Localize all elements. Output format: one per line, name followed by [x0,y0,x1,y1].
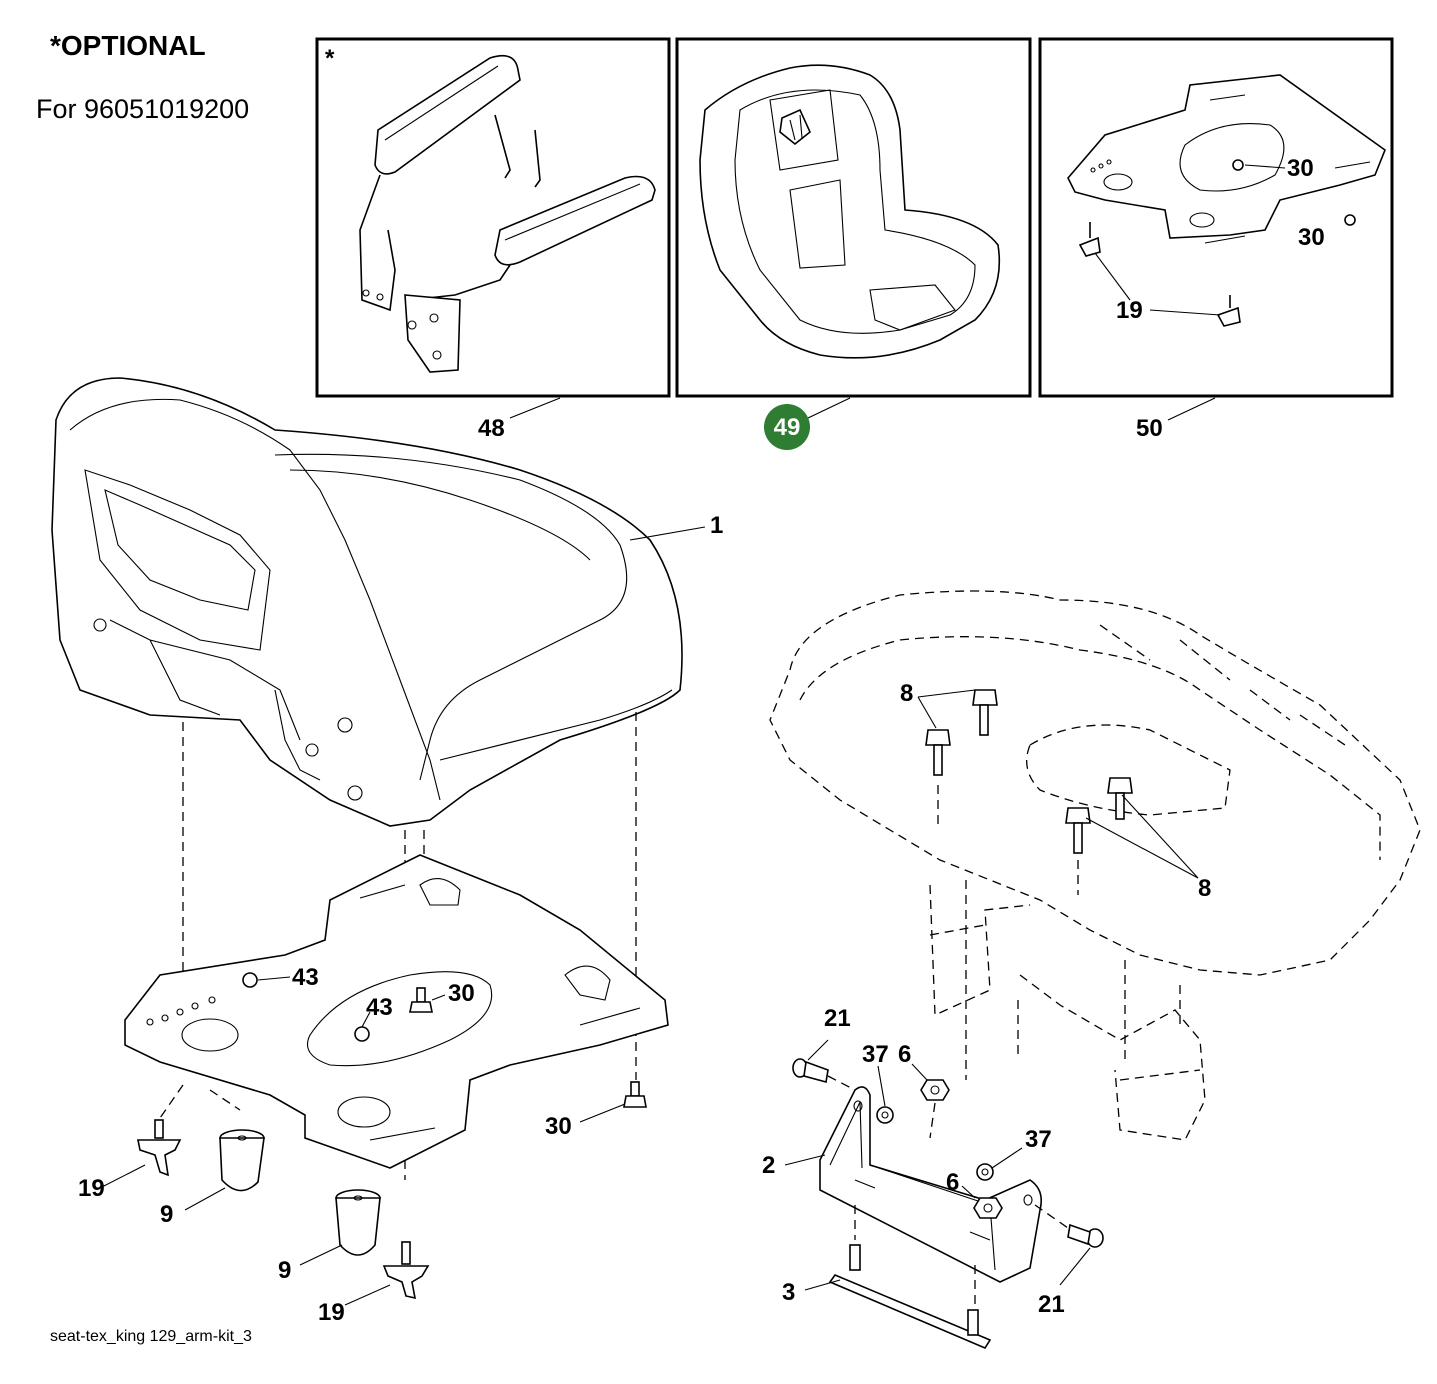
clip-43-b [354,1026,370,1042]
optional-marker: * [325,45,335,72]
nut-37-b [976,1163,994,1181]
callout-30-box-b: 30 [1298,224,1325,251]
leader-48 [509,397,561,419]
align-line [827,1075,856,1091]
callout-30-b: 30 [545,1113,572,1140]
leader-30-a [431,994,446,1001]
callout-19-box: 19 [1116,297,1143,324]
leader-8-a2 [917,696,937,729]
leader-6-b [961,1185,976,1199]
bumper-9-a [219,1129,265,1192]
callout-48: 48 [478,415,505,442]
seat-bracket [819,1086,1043,1283]
screw-30-a [409,987,433,1013]
knob-19-b [382,1241,430,1300]
callout-8-a: 8 [900,680,913,707]
leader-21-b [1059,1247,1091,1286]
mounting-strip [828,1244,992,1350]
leader-21-a [807,1039,829,1061]
footer-reference: seat-tex_king 129_arm-kit_3 [50,1328,252,1345]
align-line [209,1089,241,1111]
leader-9-b [299,1244,343,1266]
leader-43-a [257,976,291,981]
seat-pan-drawing [699,64,1001,359]
callout-43-b: 43 [366,994,393,1021]
nut-37-a [876,1106,894,1124]
callout-43-a: 43 [292,964,319,991]
optional-box-seat-pan[interactable] [675,37,1032,398]
callout-49: 49 [774,414,801,441]
leader-2 [784,1154,826,1166]
seat-plate-drawing [1067,74,1386,327]
callout-3: 3 [782,1279,795,1306]
leader-43-b [361,1011,371,1028]
align-line [1034,1204,1069,1229]
align-line [159,1084,184,1119]
knob-19-a [137,1119,182,1177]
align-line [929,1102,936,1139]
leader-19-box-a [1094,252,1131,301]
leader-3 [804,1279,841,1291]
clip-43-a [242,972,258,988]
leader-19-box-b [1149,309,1221,316]
bolt-21-b [1067,1223,1104,1248]
leader-30-b [579,1103,626,1123]
callout-50: 50 [1136,415,1163,442]
leader-6-a [911,1063,928,1081]
callout-6-a: 6 [898,1041,911,1068]
leader-30-a [1244,164,1286,169]
highlight-badge[interactable] [764,404,810,450]
callout-19-b: 19 [318,1299,345,1326]
leader-37-a [877,1065,886,1107]
leader-1 [629,526,706,541]
optional-box-armrest-kit[interactable]: * [315,37,671,398]
seat-mounting-plate [124,854,669,1169]
callout-37-a: 37 [862,1041,889,1068]
callout-2: 2 [762,1152,775,1179]
callout-1: 1 [710,512,723,539]
callout-30-a: 30 [448,980,475,1007]
callout-9-a: 9 [160,1201,173,1228]
bumper-9-b [335,1189,381,1256]
callout-19-a: 19 [78,1175,105,1202]
chassis-outline [769,590,1421,1141]
nut-6-a [920,1079,950,1101]
leader-9-a [184,1187,226,1211]
optional-box-seat-plate[interactable]: 30 30 19 [1038,37,1394,398]
leader-19-b [344,1284,391,1306]
model-label: For 96051019200 [36,94,250,124]
armrest-drawing [359,54,656,373]
callout-9-b: 9 [278,1257,291,1284]
screw-30-b [623,1081,647,1108]
leader-19-a [99,1164,146,1189]
callout-6-b: 6 [946,1169,959,1196]
callout-21-b: 21 [1038,1291,1065,1318]
bolt-21-a [792,1058,829,1084]
leader-8-b2 [1085,817,1199,879]
callout-37-b: 37 [1025,1126,1052,1153]
bolts-8 [925,689,1133,854]
callout-8-b: 8 [1198,875,1211,902]
leader-8-a1 [917,689,976,698]
callout-21-a: 21 [824,1005,851,1032]
leader-49 [807,397,851,419]
nut-6-b [973,1197,1003,1219]
leader-37-b [991,1147,1023,1169]
leader-50 [1167,397,1216,421]
seat-assembly [51,377,683,827]
callout-30-box-a: 30 [1287,155,1314,182]
optional-title: *OPTIONAL [50,30,206,61]
leader-8-b1 [1121,794,1199,879]
